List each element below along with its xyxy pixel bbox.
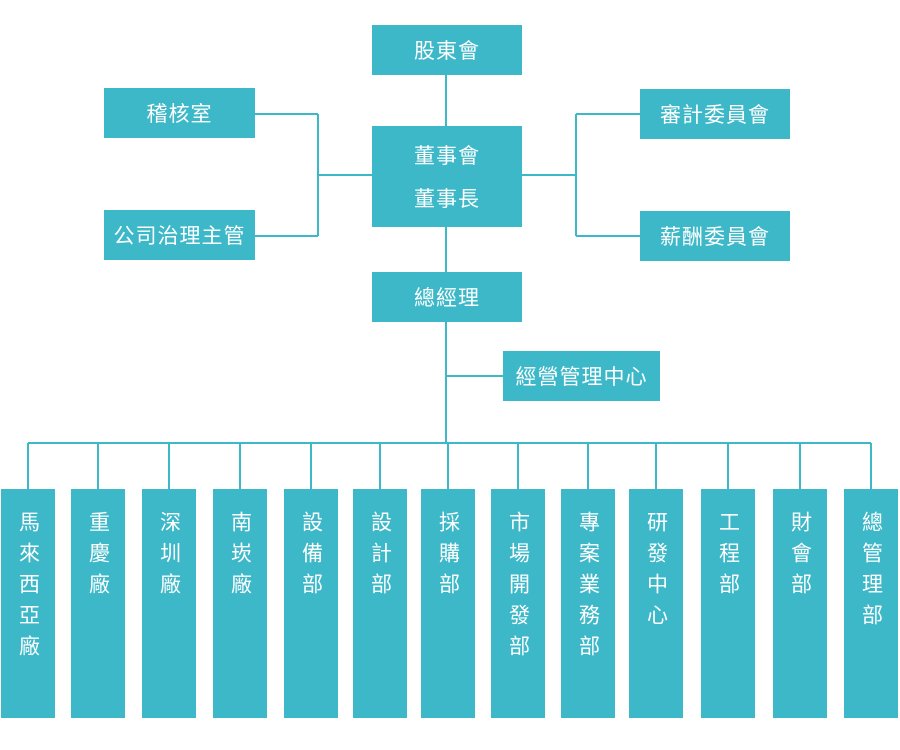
dept-box: 馬來西亞廠 — [1, 489, 55, 718]
audit-office-label: 稽核室 — [146, 102, 213, 126]
remuneration-committee-box: 薪酬委員會 — [640, 211, 790, 261]
dept-label: 工程部 — [716, 511, 741, 604]
dept-box: 總管理部 — [844, 489, 898, 718]
chairman-label: 董事長 — [414, 186, 480, 211]
dept-label: 南崁廠 — [228, 511, 253, 604]
audit-committee-label: 審計委員會 — [660, 103, 770, 127]
dept-box: 工程部 — [701, 489, 755, 718]
dept-label: 研發中心 — [644, 511, 669, 635]
dept-label: 深圳廠 — [157, 511, 182, 604]
governance-officer-label: 公司治理主管 — [113, 224, 246, 248]
board-box: 董事會 董事長 — [372, 126, 522, 227]
management-center-box: 經營管理中心 — [503, 351, 660, 401]
dept-label: 專案業務部 — [576, 511, 601, 666]
dept-box: 南崁廠 — [213, 489, 267, 718]
dept-label: 設計部 — [368, 511, 393, 604]
dept-label: 財會部 — [788, 511, 813, 604]
audit-office-box: 稽核室 — [104, 88, 255, 138]
general-manager-label: 總經理 — [414, 286, 480, 310]
dept-label: 總管理部 — [859, 511, 884, 635]
dept-box: 財會部 — [773, 489, 827, 718]
general-manager-box: 總經理 — [372, 272, 522, 322]
shareholders-box: 股東會 — [372, 25, 522, 75]
dept-box: 市場開發部 — [491, 489, 545, 718]
dept-label: 採購部 — [436, 511, 461, 604]
dept-box: 設計部 — [353, 489, 407, 718]
dept-box: 重慶廠 — [71, 489, 125, 718]
dept-box: 專案業務部 — [561, 489, 615, 718]
audit-committee-box: 審計委員會 — [640, 89, 790, 139]
dept-label: 設備部 — [299, 511, 324, 604]
dept-label: 重慶廠 — [86, 511, 111, 604]
dept-box: 採購部 — [421, 489, 475, 718]
board-label: 董事會 — [414, 144, 480, 169]
shareholders-label: 股東會 — [414, 39, 480, 63]
dept-label: 市場開發部 — [506, 511, 531, 666]
dept-label: 馬來西亞廠 — [16, 511, 41, 666]
governance-officer-box: 公司治理主管 — [104, 210, 255, 260]
dept-box: 研發中心 — [629, 489, 683, 718]
dept-box: 深圳廠 — [142, 489, 196, 718]
dept-box: 設備部 — [284, 489, 338, 718]
remuneration-committee-label: 薪酬委員會 — [660, 225, 770, 249]
management-center-label: 經營管理中心 — [515, 365, 648, 389]
